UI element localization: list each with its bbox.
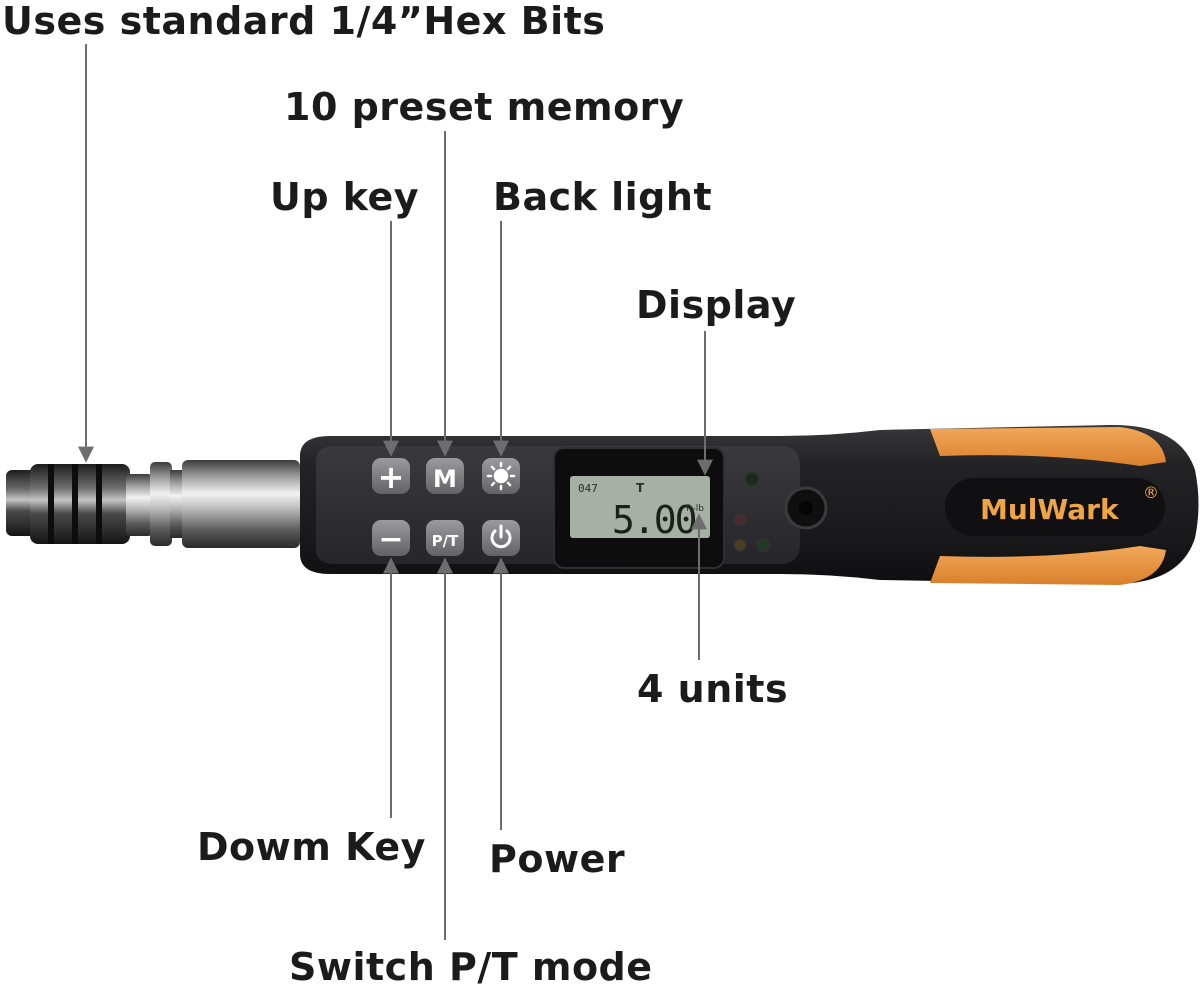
label-back-light: Back light bbox=[493, 175, 713, 219]
lcd-small-readout: 047 bbox=[578, 482, 598, 495]
minus-button[interactable]: − bbox=[372, 520, 410, 557]
led-top bbox=[744, 471, 760, 487]
mode-button[interactable]: P/T bbox=[426, 520, 464, 556]
indicator-leds bbox=[733, 471, 770, 552]
memory-button[interactable]: M bbox=[426, 458, 464, 494]
plus-glyph: + bbox=[378, 458, 405, 496]
brand-logo: MulWark bbox=[980, 493, 1120, 526]
bit-chuck bbox=[6, 464, 152, 544]
power-icon bbox=[490, 524, 512, 549]
label-display: Display bbox=[636, 283, 797, 327]
shaft bbox=[150, 460, 300, 548]
minus-glyph: − bbox=[378, 522, 403, 557]
label-up-key: Up key bbox=[270, 175, 420, 219]
label-units: 4 units bbox=[637, 667, 789, 711]
plus-button[interactable]: + bbox=[372, 458, 410, 496]
label-down-key: Dowm Key bbox=[197, 825, 426, 869]
backlight-button[interactable] bbox=[482, 458, 520, 494]
brand-registered-mark: ® bbox=[1143, 483, 1159, 502]
label-switch-mode: Switch P/T mode bbox=[289, 945, 653, 989]
mode-glyph: P/T bbox=[432, 532, 459, 550]
lcd-unit: ft-lb bbox=[686, 504, 704, 514]
display: 047 T 5.00 ft-lb bbox=[553, 447, 725, 569]
lcd-main-value: 5.00 bbox=[612, 498, 696, 542]
memory-glyph: M bbox=[433, 465, 457, 493]
led-green bbox=[756, 538, 770, 552]
lcd-mode-letter: T bbox=[636, 481, 645, 495]
sun-icon bbox=[486, 461, 516, 491]
label-preset-memory: 10 preset memory bbox=[284, 85, 685, 129]
led-yellow bbox=[733, 538, 747, 552]
led-red bbox=[733, 513, 747, 527]
label-hex-bits: Uses standard 1/4”Hex Bits bbox=[2, 0, 606, 43]
power-button[interactable] bbox=[482, 520, 520, 556]
label-power: Power bbox=[489, 837, 626, 881]
